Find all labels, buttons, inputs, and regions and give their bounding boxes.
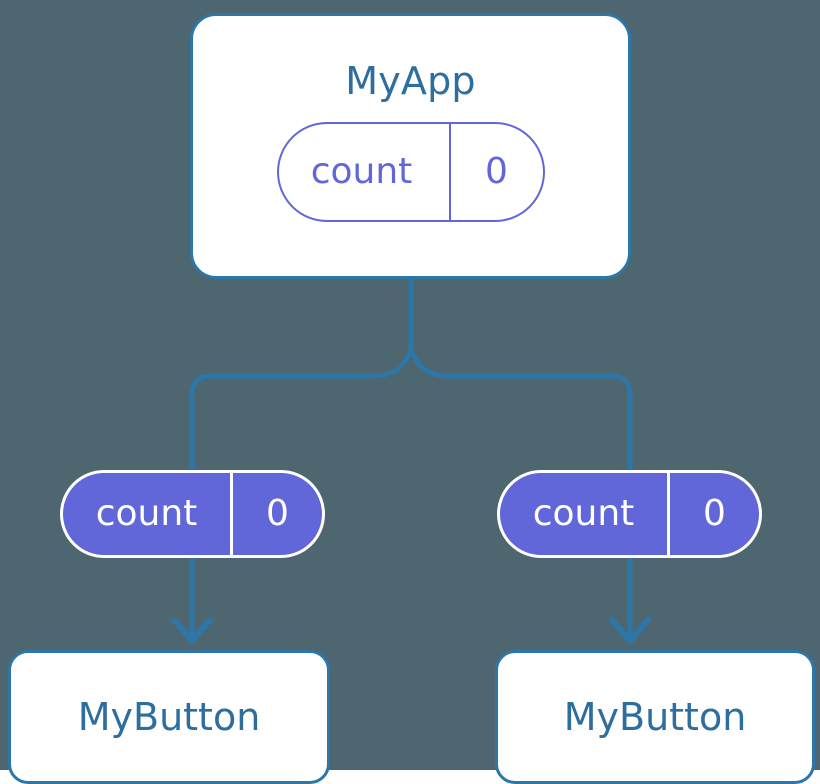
state-key-label: count [63, 473, 233, 555]
component-title-myapp: MyApp [345, 59, 476, 103]
component-title-mybutton: MyButton [77, 695, 261, 739]
component-card-mybutton-left[interactable]: MyButton [8, 650, 330, 784]
arrow-head-right-icon [609, 617, 651, 644]
state-pill-child-right[interactable]: count 0 [497, 470, 762, 558]
state-pill-root[interactable]: count 0 [276, 122, 545, 222]
state-key-label: count [500, 473, 670, 555]
component-card-mybutton-right[interactable]: MyButton [495, 650, 815, 784]
state-pill-child-left[interactable]: count 0 [60, 470, 325, 558]
component-title-mybutton: MyButton [563, 695, 747, 739]
component-card-myapp[interactable]: MyApp count 0 [190, 13, 631, 279]
arrow-head-left-icon [171, 617, 213, 644]
state-value-label: 0 [266, 493, 289, 534]
state-value-label: 0 [703, 493, 726, 534]
connector-split-left [189, 346, 414, 396]
state-key-label: count [279, 124, 451, 220]
connector-split-right [408, 346, 633, 396]
state-value-label: 0 [485, 151, 508, 192]
